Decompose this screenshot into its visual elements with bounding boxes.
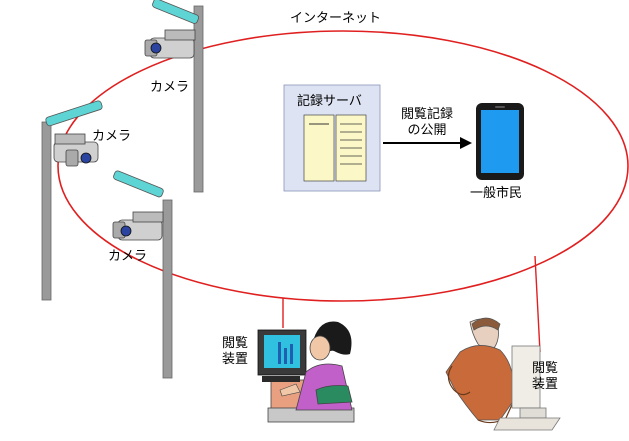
- publish-label-line1: 閲覧記録: [400, 107, 453, 122]
- camera-pole: [162, 199, 173, 379]
- street-camera-1: [144, 0, 204, 193]
- internet-ellipse: [57, 30, 629, 302]
- recording-server: [283, 84, 381, 192]
- camera-label-3: カメラ: [108, 249, 148, 264]
- street-lamp-icon: [45, 100, 103, 127]
- street-lamp-icon: [113, 170, 164, 198]
- left-viewer-label-line1: 閲覧: [222, 336, 249, 351]
- right-viewer-label-line1: 閲覧: [532, 361, 559, 376]
- street-camera-3: [112, 170, 173, 379]
- publish-label-line2: の公開: [407, 123, 447, 138]
- camera-icon: [112, 211, 164, 241]
- camera-icon: [144, 29, 196, 59]
- left-viewer-label: 閲覧 装置: [222, 336, 248, 368]
- right-viewer-label-line2: 装置: [532, 377, 559, 392]
- link-right-viewer: [534, 255, 541, 353]
- camera-label-1: カメラ: [150, 80, 190, 95]
- camera-icon: [53, 133, 99, 167]
- street-camera-2: [41, 100, 103, 301]
- camera-pole: [41, 121, 52, 301]
- publish-arrow: [383, 137, 472, 149]
- server-label: 記録サーバ: [297, 94, 362, 109]
- woman-at-computer-icon: [257, 321, 355, 423]
- right-viewer-label: 閲覧 装置: [532, 361, 558, 393]
- server-icon: [303, 114, 367, 182]
- publish-label: 閲覧記録 の公開: [394, 107, 460, 139]
- camera-label-2: カメラ: [92, 129, 132, 144]
- man-at-computer-icon: [445, 317, 561, 431]
- left-viewer-label-line2: 装置: [222, 352, 249, 367]
- citizen-label: 一般市民: [470, 186, 523, 201]
- internet-label: インターネット: [290, 11, 382, 26]
- street-lamp-icon: [152, 0, 199, 24]
- camera-pole: [193, 5, 204, 193]
- tablet-icon: [476, 103, 524, 180]
